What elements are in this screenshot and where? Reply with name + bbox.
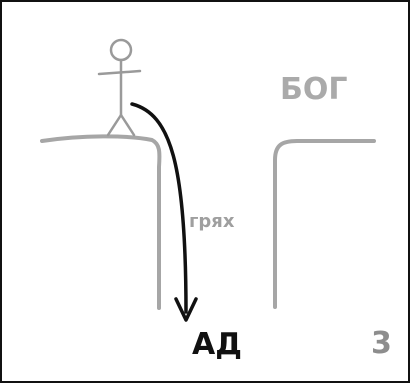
god-label: БОГ: [280, 72, 348, 107]
fall-arrowhead: [174, 297, 198, 322]
left-cliff: [40, 134, 162, 310]
figure-head: [109, 38, 133, 62]
person-figure: [97, 38, 142, 137]
figure-legs: [106, 113, 136, 137]
sin-label: грях: [189, 211, 235, 232]
page-number: 3: [371, 326, 392, 361]
right-cliff: [273, 139, 376, 309]
hell-label: АД: [192, 327, 242, 362]
fall-arrow: [130, 102, 188, 314]
figure-arms: [97, 69, 142, 76]
